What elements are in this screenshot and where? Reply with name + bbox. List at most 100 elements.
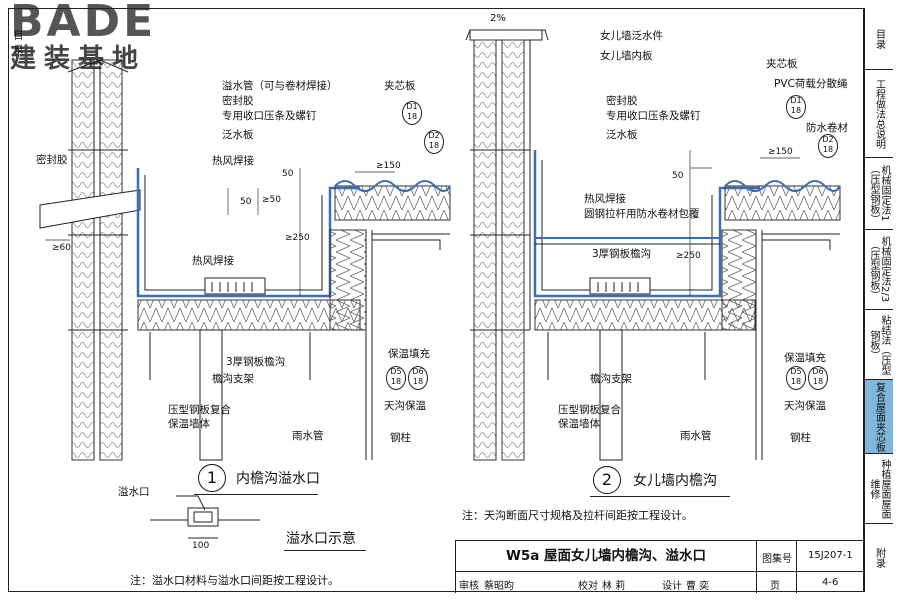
d1-ref-d5-top: D5 xyxy=(390,367,402,376)
left-side-label-2: 录 xyxy=(11,44,22,54)
tb-atlas-label: 图集号 xyxy=(762,554,792,565)
d2-label-pvc: PVC荷载分散绳 xyxy=(774,78,848,90)
tb-check-label: 校对 xyxy=(578,581,598,592)
tb-review-label: 审核 xyxy=(459,581,479,592)
d2-label-tie-rod: 圆钢拉杆用防水卷材包覆 xyxy=(584,208,700,220)
detail-drawings xyxy=(39,29,841,539)
sidebar-item-planted[interactable]: 种植屋面屋面维修 xyxy=(865,454,893,524)
d1-label-bracket: 檐沟支架 xyxy=(212,373,254,385)
slope-label: 2% xyxy=(490,13,506,24)
sidebar-item-toc[interactable]: 目录 xyxy=(865,8,893,70)
d1-label-wall: 压型钢板复合 xyxy=(168,404,231,416)
detail-2-title-underline xyxy=(590,496,730,497)
drawing-frame xyxy=(8,8,864,592)
tb-page-number: 4-6 xyxy=(822,577,839,588)
logo-brand-text: BADE xyxy=(10,0,157,47)
d2-dim-ge250: ≥250 xyxy=(676,251,701,261)
d1-dim-ge50: ≥50 xyxy=(262,195,281,205)
d2-ref-d1-top: D1 xyxy=(790,96,802,105)
d1-label-overflow-pipe: 溢水管（可与卷材焊接） xyxy=(222,80,338,92)
detail-1-title-underline xyxy=(194,494,318,495)
d1-label-sandwich: 夹芯板 xyxy=(384,80,416,92)
sidebar-item-mech-1[interactable]: 机械固定法1（压型钢板） xyxy=(865,158,893,230)
d2-ref-d1-bottom: 18 xyxy=(790,106,802,115)
brand-logo: BADE 建装基地 xyxy=(10,0,156,74)
d2-label-parapet-flash: 女儿墙泛水件 xyxy=(600,30,663,42)
d2-ref-d2-top: D2 xyxy=(822,135,834,144)
d2-label-gutter: 3厚钢板檐沟 xyxy=(592,248,652,260)
chapter-sidebar: 目录 工程做法总说明 机械固定法1（压型钢板） 机械固定法2/3（压型钢板） 粘… xyxy=(864,8,893,592)
d1-dim-50-a: 50 xyxy=(282,169,294,179)
sidebar-item-appendix[interactable]: 附录 xyxy=(873,548,885,568)
detail-2-geometry xyxy=(465,29,841,461)
d1-label-strip: 专用收口压条及螺钉 xyxy=(222,110,317,122)
tb-divider-2 xyxy=(456,571,865,572)
tb-reviewer: 蔡昭昀 xyxy=(484,581,514,592)
sidebar-item-mech-2-3[interactable]: 机械固定法2/3（压型钢板） xyxy=(865,230,893,310)
d1-ref-d1-bottom: 18 xyxy=(406,112,418,121)
d2-label-wall2: 保温墙体 xyxy=(558,418,600,430)
d2-ref-d5-top: D5 xyxy=(790,367,802,376)
d2-label-wall: 压型钢板复合 xyxy=(558,404,621,416)
d1-label-gutter: 3厚钢板檐沟 xyxy=(226,356,286,368)
d1-label-column: 钢柱 xyxy=(390,432,411,444)
d2-label-gutter-insul: 天沟保温 xyxy=(784,400,826,412)
d2-dim-ge150: ≥150 xyxy=(768,147,793,157)
d1-label-wall2: 保温墙体 xyxy=(168,418,210,430)
d2-label-parapet-inner: 女儿墙内板 xyxy=(600,50,653,62)
d2-label-hot-weld: 热风焊接 xyxy=(584,193,626,205)
detail-1-number: 1 xyxy=(198,464,226,492)
d1-ref-d6-bottom: 18 xyxy=(412,377,424,386)
d2-label-column: 钢柱 xyxy=(790,432,811,444)
d1-ref-d2-bottom: 18 xyxy=(428,141,440,150)
d2-ref-d6-top: D6 xyxy=(812,367,824,376)
title-block: W5a 屋面女儿墙内檐沟、溢水口 图集号 15J207-1 审核 蔡昭昀 校对 … xyxy=(455,540,865,593)
sidebar-item-sandwich[interactable]: 复合屋面夹芯板 xyxy=(865,380,893,454)
sidebar-item-general[interactable]: 工程做法总说明 xyxy=(865,70,893,158)
tb-designer: 曹 奕 xyxy=(686,581,710,592)
d2-ref-d5-bottom: 18 xyxy=(790,377,802,386)
detail-2-note: 注：天沟断面尺寸规格及拉杆间距按工程设计。 xyxy=(462,509,693,522)
overflow-sketch-label: 溢水口 xyxy=(118,486,150,498)
sidebar-item-adhesive[interactable]: 粘结法（压型钢板） xyxy=(865,310,893,380)
d2-dim-50: 50 xyxy=(672,171,684,181)
d2-label-sandwich: 夹芯板 xyxy=(766,58,798,70)
detail-2-title: 女儿墙内檐沟 xyxy=(633,473,717,489)
d2-label-sealant: 密封胶 xyxy=(606,95,638,107)
d2-ref-d6-bottom: 18 xyxy=(812,377,824,386)
d2-label-downpipe: 雨水管 xyxy=(680,430,712,442)
tb-atlas-number: 15J207-1 xyxy=(808,550,853,561)
d1-dim-50-b: 50 xyxy=(240,197,252,207)
d1-ref-d1-top: D1 xyxy=(406,102,418,111)
overflow-sketch-title: 溢水口示意 xyxy=(286,531,356,547)
detail-1-dimension-lines xyxy=(45,168,395,296)
tb-page-label: 页 xyxy=(770,581,780,592)
d1-label-hot-weld-top: 热风焊接 xyxy=(212,155,254,167)
d2-label-insul-fill: 保温填充 xyxy=(784,352,826,364)
d1-dim-ge250: ≥250 xyxy=(285,233,310,243)
detail-2-number: 2 xyxy=(593,466,621,494)
overflow-sketch-underline xyxy=(284,550,366,551)
detail-1-title: 内檐沟溢水口 xyxy=(236,471,320,487)
d1-label-flashing: 泛水板 xyxy=(222,129,254,141)
d1-ref-d6-top: D6 xyxy=(412,367,424,376)
overflow-sketch-geometry xyxy=(150,495,260,539)
d1-label-insul-fill: 保温填充 xyxy=(388,348,430,360)
tb-checker: 林 莉 xyxy=(602,581,626,592)
left-side-label-1: 目 xyxy=(11,30,22,40)
tb-divider-3 xyxy=(796,541,797,593)
d2-label-flashing: 泛水板 xyxy=(606,129,638,141)
d2-label-bracket: 檐沟支架 xyxy=(590,373,632,385)
d1-ref-d2-top: D2 xyxy=(428,131,440,140)
d2-label-membrane: 防水卷材 xyxy=(806,122,848,134)
tb-design-label: 设计 xyxy=(662,581,682,592)
d1-label-sealant-left: 密封胶 xyxy=(36,154,68,166)
